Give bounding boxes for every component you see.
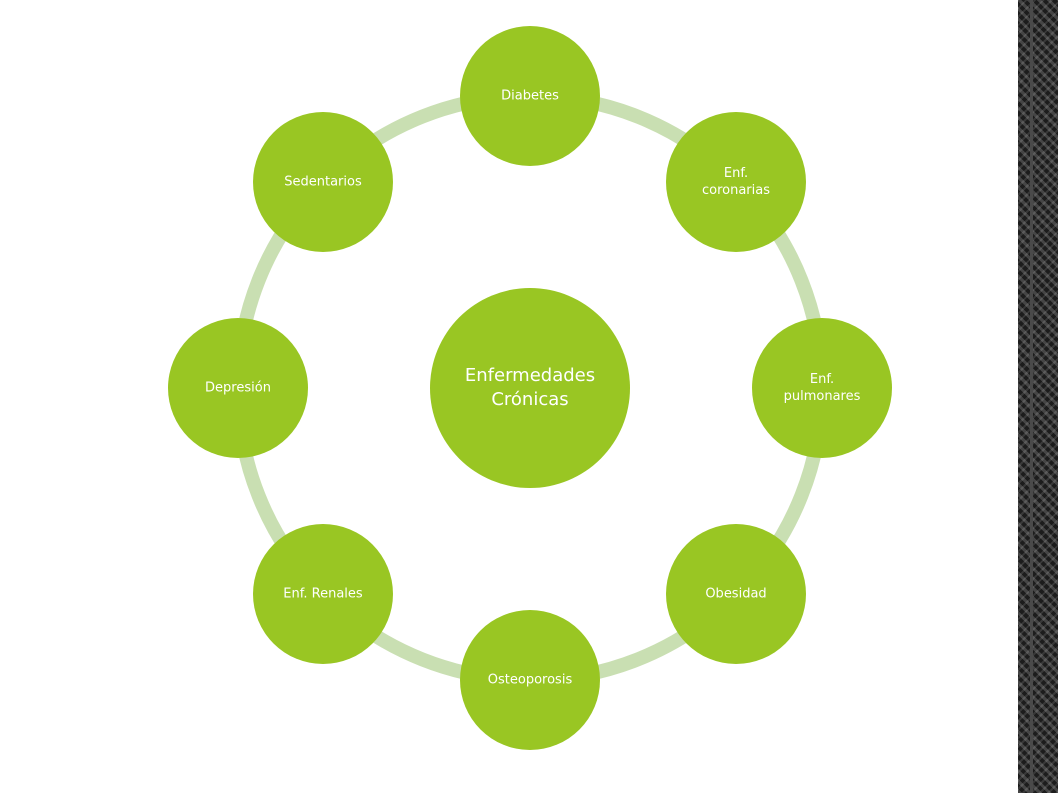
center-circle bbox=[430, 288, 630, 488]
node-label-obesidad-line1: Obesidad bbox=[705, 586, 767, 602]
node-label-obesidad: Obesidad bbox=[671, 586, 801, 603]
center-label-line1: Enfermedades bbox=[464, 365, 596, 386]
node-circle-osteoporosis bbox=[460, 610, 600, 750]
node-circle-enf-pulmonares bbox=[752, 318, 892, 458]
node-label-depresion: Depresión bbox=[173, 380, 303, 397]
node-label-enf-pulmonares: Enf. pulmonares bbox=[757, 371, 887, 405]
node-label-enf-coronarias-line1: Enf. bbox=[723, 166, 749, 181]
cycle-diagram bbox=[168, 26, 892, 750]
node-label-depresion-line1: Depresión bbox=[205, 380, 271, 396]
center-label-line2: Crónicas bbox=[491, 389, 569, 410]
node-circle-enf-renales bbox=[253, 524, 393, 664]
node-label-enf-coronarias-line2: coronarias bbox=[701, 183, 770, 198]
node-circle-enf-coronarias bbox=[666, 112, 806, 252]
node-label-diabetes: Diabetes bbox=[465, 88, 595, 105]
node-circle-depresion bbox=[168, 318, 308, 458]
node-circle-diabetes bbox=[460, 26, 600, 166]
node-label-osteoporosis: Osteoporosis bbox=[465, 672, 595, 689]
node-label-osteoporosis-line1: Osteoporosis bbox=[487, 672, 573, 688]
node-label-enf-pulmonares-line2: pulmonares bbox=[783, 389, 861, 404]
node-label-enf-renales-line1: Enf. Renales bbox=[283, 586, 363, 602]
center-label: Enfermedades Crónicas bbox=[435, 364, 625, 412]
node-label-diabetes-line1: Diabetes bbox=[501, 88, 559, 104]
node-label-enf-pulmonares-line1: Enf. bbox=[809, 372, 835, 387]
node-circle-obesidad bbox=[666, 524, 806, 664]
node-circle-sedentarios bbox=[253, 112, 393, 252]
node-label-sedentarios: Sedentarios bbox=[258, 174, 388, 191]
node-label-sedentarios-line1: Sedentarios bbox=[284, 174, 362, 190]
decorative-side-border-line bbox=[1030, 0, 1033, 793]
decorative-side-border bbox=[1018, 0, 1058, 793]
node-label-enf-coronarias: Enf. coronarias bbox=[671, 165, 801, 199]
node-label-enf-renales: Enf. Renales bbox=[258, 586, 388, 603]
